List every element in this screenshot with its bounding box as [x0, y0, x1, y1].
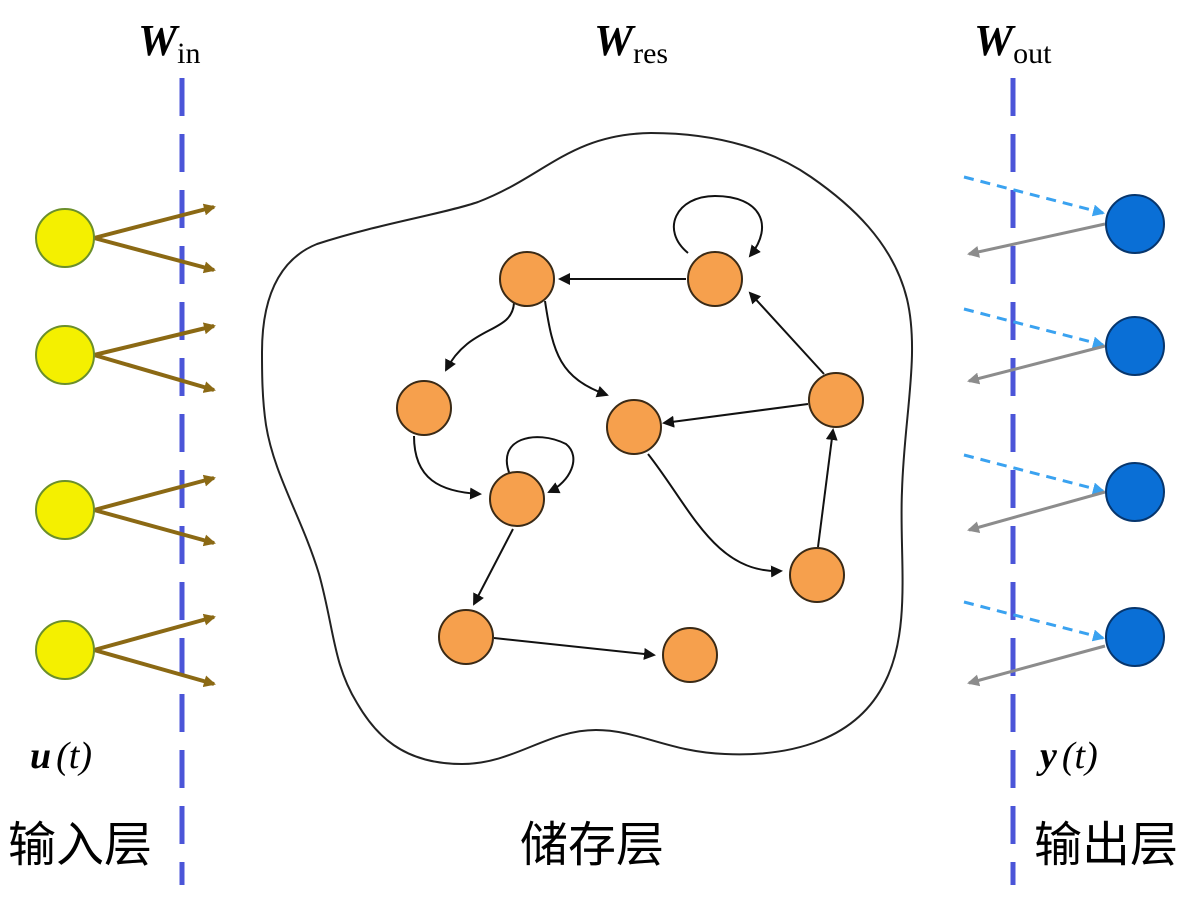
output-feedback-arrow: [963, 600, 1105, 642]
w-out-label: Wout: [974, 16, 1052, 70]
input-node: [35, 480, 95, 540]
input-nodes: [35, 208, 95, 680]
input-signal-symbol: u: [30, 735, 51, 777]
reservoir-edge: [493, 637, 656, 660]
reservoir-node: [662, 627, 718, 683]
output-signal-symbol: y: [1036, 735, 1057, 777]
output-arrow: [967, 344, 1106, 385]
reservoir-node: [789, 547, 845, 603]
input-arrow: [93, 353, 216, 393]
input-arrow: [93, 322, 216, 357]
output-node: [1105, 607, 1165, 667]
input-signal-arg: (t): [56, 735, 92, 777]
reservoir-node: [606, 399, 662, 455]
reservoir-node: [687, 251, 743, 307]
reservoir-node: [489, 471, 545, 527]
input-arrow: [93, 203, 216, 240]
reservoir-edge: [672, 194, 763, 258]
output-arrow: [967, 644, 1106, 687]
output-node: [1105, 462, 1165, 522]
output-node: [1105, 194, 1165, 254]
reservoir-nodes: [396, 251, 864, 683]
input-arrow: [93, 236, 216, 274]
reservoir-edge: [748, 291, 825, 375]
output-node: [1105, 316, 1165, 376]
reservoir-boundary: [260, 131, 914, 766]
reservoir-layer-label: 储存层: [520, 817, 664, 873]
input-arrow: [93, 613, 216, 652]
w-res-sub: res: [633, 37, 668, 70]
reservoir-edges: [413, 194, 838, 660]
reservoir-edge: [445, 302, 515, 372]
reservoir-node: [396, 380, 452, 436]
layer-labels: 输入层 储存层 输出层: [8, 817, 1178, 873]
input-arrows: [93, 203, 216, 688]
reservoir-edge: [817, 428, 838, 548]
input-node: [35, 325, 95, 385]
output-signal-arg: (t): [1062, 735, 1098, 777]
w-out-sub: out: [1013, 37, 1052, 70]
w-in-label: Win: [138, 16, 200, 70]
output-layer-label: 输出层: [1034, 817, 1178, 873]
reservoir-node: [438, 609, 494, 665]
weight-labels: Win Wres Wout: [138, 16, 1052, 70]
input-node: [35, 620, 95, 680]
input-signal-label: u(t): [30, 735, 92, 777]
reservoir-edge: [662, 403, 809, 428]
output-feedback-arrow: [963, 453, 1105, 495]
w-res-main: W: [594, 16, 636, 65]
w-out-main: W: [974, 16, 1016, 65]
output-arrows: [967, 222, 1106, 687]
input-arrow: [93, 648, 216, 688]
reservoir-edge: [473, 528, 514, 606]
w-in-sub: in: [177, 37, 200, 70]
w-in-main: W: [138, 16, 180, 65]
input-arrow: [93, 474, 216, 512]
reservoir-edge: [647, 453, 783, 578]
reservoir-edge: [413, 435, 482, 500]
input-node: [35, 208, 95, 268]
reservoir-node: [499, 251, 555, 307]
w-res-label: Wres: [594, 16, 668, 70]
output-feedback-arrow: [963, 175, 1105, 217]
input-layer-label: 输入层: [8, 817, 152, 873]
weight-dividers: [179, 78, 1016, 885]
output-feedback-arrow: [963, 307, 1105, 349]
output-arrow: [967, 222, 1106, 258]
reservoir-edge: [505, 436, 575, 494]
output-arrow: [967, 490, 1106, 534]
output-feedback-arrows: [963, 175, 1105, 642]
reservoir-edge: [544, 300, 609, 398]
input-arrow: [93, 508, 216, 547]
signal-labels: u(t) y(t): [30, 735, 1098, 777]
output-nodes: [1105, 194, 1165, 667]
output-signal-label: y(t): [1036, 735, 1098, 777]
reservoir-node: [808, 372, 864, 428]
